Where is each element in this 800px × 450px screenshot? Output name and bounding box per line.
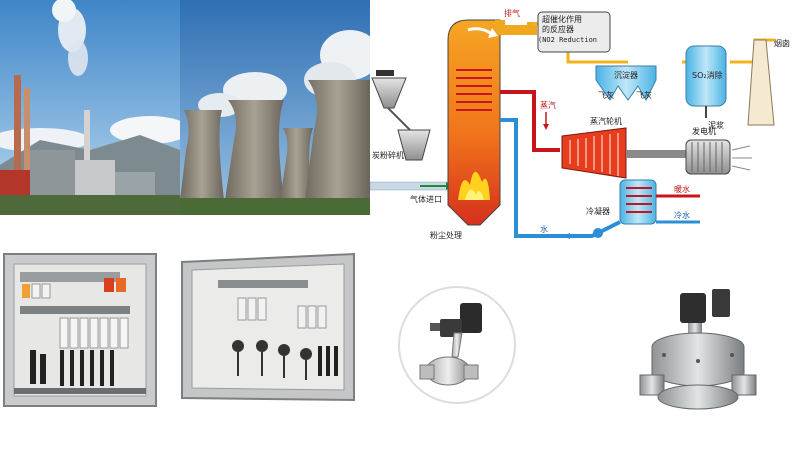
label-sludge: 泥浆 (708, 121, 724, 130)
label-fly-ash-left: 飞灰 (598, 91, 614, 100)
label-steam: 蒸汽 (540, 101, 556, 110)
label-desulfurizer: SO₂消除 (692, 71, 723, 80)
label-dust-treatment: 粉尘处理 (430, 231, 462, 240)
power-plant-photo (0, 0, 180, 215)
label-precipitator: 沉淀器 (614, 71, 638, 80)
label-gas-inlet: 气体进口 (410, 195, 442, 204)
label-cold-water: 冷水 (674, 211, 690, 220)
label-turbine: 蒸汽轮机 (590, 117, 622, 126)
control-cabinet-photo-1 (0, 250, 160, 410)
label-water: 水 (540, 225, 548, 234)
label-exhaust: 排气 (504, 9, 520, 18)
label-chimney: 烟囱 (774, 39, 790, 48)
cooling-towers-photo (180, 0, 370, 215)
pulse-valve-photo (628, 285, 768, 430)
label-condenser: 冷凝器 (586, 207, 610, 216)
label-heating-water: 暖水 (674, 185, 690, 194)
control-cabinet-photo-2 (178, 250, 358, 405)
label-fly-ash-right: 飞灰 (636, 91, 652, 100)
angle-seat-valve-photo (392, 285, 522, 405)
label-catalytic-reactor-1: 超催化作用 (542, 15, 582, 24)
label-generator: 发电机 (692, 127, 716, 136)
power-plant-process-diagram: 排气 超催化作用 的反应器 (NO2 Reduction 烟囱 沉淀器 飞灰 飞… (369, 0, 800, 245)
label-catalytic-reactor-2: 的反应器 (542, 25, 574, 34)
label-coal-pulverizer: 炭粉碎机 (372, 151, 404, 160)
label-catalytic-reactor-3: (NO2 Reduction (538, 36, 598, 44)
